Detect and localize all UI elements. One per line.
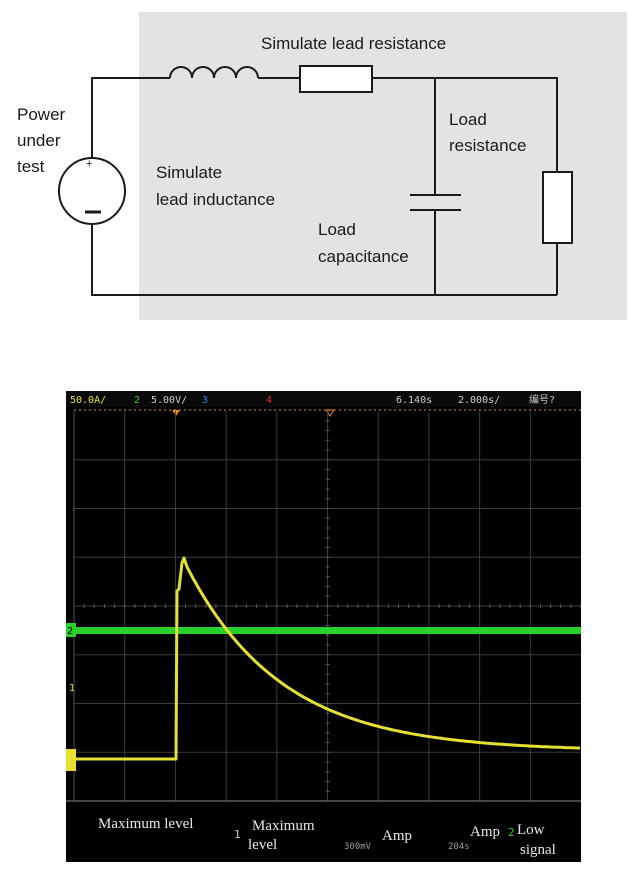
- source-plus-sign: +: [86, 158, 92, 170]
- top-right-wire: [372, 77, 558, 172]
- bottom-wire: [91, 224, 557, 296]
- time-per-div: 2.000s/: [458, 395, 500, 406]
- power-label-line3: test: [17, 157, 45, 176]
- measurement-3-label: Amp: [382, 828, 412, 844]
- trigger-status: 编号?: [529, 393, 555, 406]
- lead-resistance-label: Simulate lead resistance: [261, 34, 446, 53]
- measurement-2-prefix: 1: [234, 828, 241, 841]
- scope-header-bar: [66, 391, 581, 407]
- lead-resistor: [299, 65, 373, 93]
- lead-inductance-label-line1: Simulate: [156, 163, 222, 182]
- ch1-marker-label: 1: [69, 683, 75, 694]
- measurement-5-prefix: 2: [508, 826, 515, 839]
- measurement-2-line2: level: [248, 837, 278, 853]
- power-label-line2: under: [17, 131, 61, 150]
- ch3-number: 3: [202, 395, 208, 406]
- ch1-trace: [74, 556, 581, 761]
- power-label-line1: Power: [17, 105, 66, 124]
- measurement-4-value: 204s: [448, 842, 470, 852]
- oscilloscope-screen: 50.0A/ 2 5.00V/ 3 4 6.140s 2.000s/ 编号? 2…: [66, 391, 581, 862]
- ch1-scale: 50.0A/: [70, 395, 106, 406]
- ch2-number: 2: [134, 395, 140, 406]
- load-resistance-label-line1: Load: [449, 110, 487, 129]
- ch2-ground-marker: [66, 623, 76, 637]
- ch4-number: 4: [266, 395, 272, 406]
- graticule-center: [73, 410, 581, 802]
- load-resistance-label-line2: resistance: [449, 136, 526, 155]
- ch2-scale: 5.00V/: [151, 395, 187, 406]
- simulation-region: [139, 12, 627, 320]
- measurement-2-line1: Maximum: [252, 818, 315, 834]
- voltage-source: [58, 157, 126, 225]
- load-capacitance-label-line1: Load: [318, 220, 356, 239]
- measurement-4-label: Amp: [470, 824, 500, 840]
- top-left-wire: [91, 77, 170, 158]
- load-capacitance-label-line2: capacitance: [318, 247, 409, 266]
- time-position: 6.140s: [396, 395, 432, 406]
- measurement-1-label: Maximum level: [98, 816, 194, 832]
- lead-inductance-label-line2: lead inductance: [156, 190, 275, 209]
- ch1-ground-marker: [66, 749, 76, 771]
- measurement-5-line1: Low: [517, 822, 545, 838]
- scope-display: 50.0A/ 2 5.00V/ 3 4 6.140s 2.000s/ 编号? 2…: [66, 391, 581, 802]
- load-resistor: [542, 171, 573, 244]
- ch2-trace: [74, 627, 581, 634]
- measurement-3-value: 300mV: [344, 842, 372, 852]
- ch2-marker-label: 2: [67, 626, 73, 637]
- measurement-5-line2: signal: [520, 842, 556, 858]
- trigger-position-marker: [172, 410, 180, 416]
- inductor-coil: [169, 66, 259, 79]
- circuit-diagram: + Power under test Simulate lead resista…: [17, 12, 627, 320]
